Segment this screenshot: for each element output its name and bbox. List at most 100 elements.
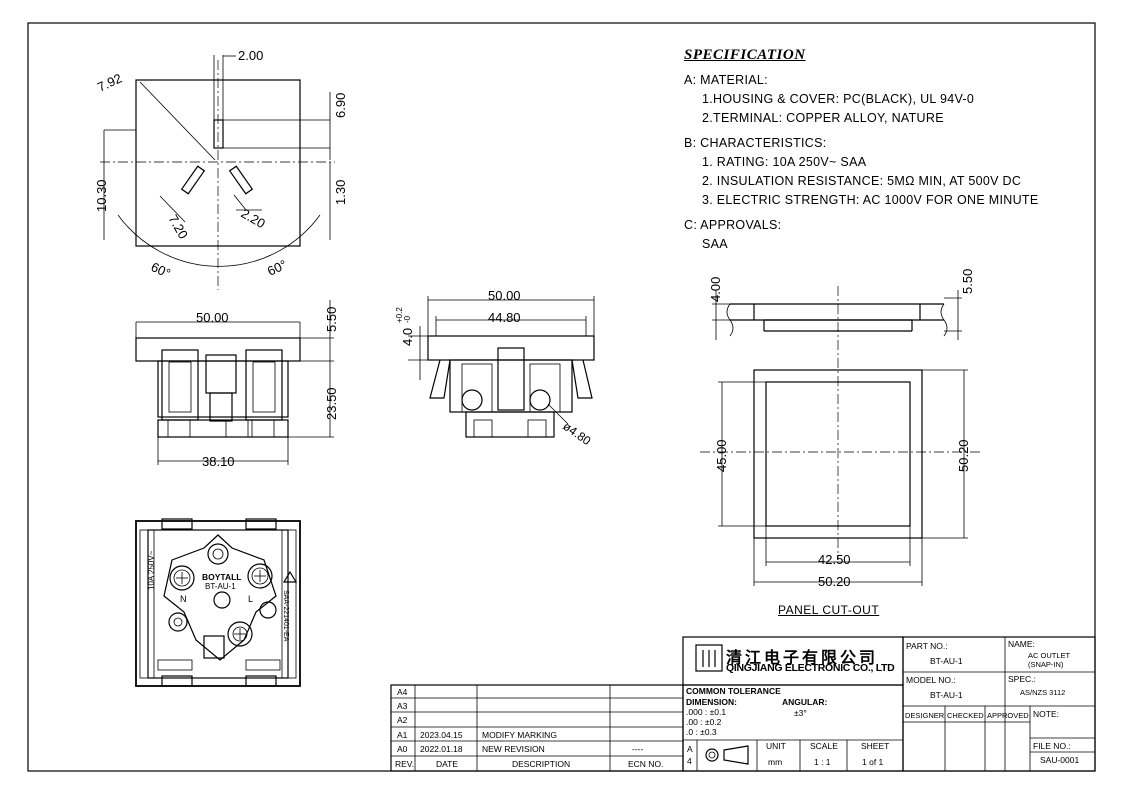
- bottom-view: 10A 250V~ BOYTALL BT-AU-1 SAA-221401-EA …: [135, 518, 301, 687]
- dim-23-50: 23.50: [324, 387, 339, 420]
- approved-label: APPROVED: [987, 711, 1029, 720]
- dim-50-20-v: 50.20: [956, 439, 971, 472]
- approval-item-1: SAA: [702, 237, 728, 251]
- name-label: NAME:: [1008, 639, 1035, 649]
- file-no-value: SAU-0001: [1040, 755, 1080, 765]
- panel-cutout-view: 4.00 5.50 45.00 50.20 42.50 50.20: [700, 269, 980, 589]
- dim-5-50-panel: 5.50: [960, 269, 975, 294]
- dim-50-00-front: 50.00: [196, 310, 229, 325]
- panel-cutout-label: PANEL CUT-OUT: [778, 603, 880, 617]
- rev-a1-date: 2023.04.15: [420, 730, 463, 740]
- spec-label: SPEC.:: [1008, 674, 1036, 684]
- unit-label: UNIT: [766, 741, 786, 751]
- approvals-heading: C: APPROVALS:: [684, 218, 782, 232]
- dim-10-30: 10.30: [94, 179, 109, 212]
- hdr-date: DATE: [436, 759, 459, 769]
- marking-model: BT-AU-1: [205, 582, 236, 591]
- characteristics-heading: B: CHARACTERISTICS:: [684, 136, 827, 150]
- angle-60-right: 60°: [265, 257, 289, 279]
- spec-value: AS/NZS 3112: [1020, 688, 1066, 697]
- angular-label: ANGULAR:: [782, 697, 828, 707]
- terminal-screw-n: [169, 565, 195, 591]
- dimension-label: DIMENSION:: [686, 697, 737, 707]
- dim-7-20: 7.20: [165, 212, 191, 241]
- rev-a4: A4: [397, 687, 408, 697]
- spec-title: SPECIFICATION: [684, 47, 806, 63]
- tol-1: .000 : ±0.1: [686, 707, 727, 717]
- size-4: 4: [687, 756, 692, 766]
- dim-45-00: 45.00: [714, 439, 729, 472]
- hdr-desc: DESCRIPTION: [512, 759, 571, 769]
- rev-a1: A1: [397, 730, 408, 740]
- dim-2-00: 2.00: [238, 48, 263, 63]
- dim-2-20: 2.20: [239, 206, 268, 232]
- dim-5-50-front: 5.50: [324, 307, 339, 332]
- dim-42-50: 42.50: [818, 552, 851, 567]
- tol-2: .00 : ±0.2: [686, 717, 722, 727]
- dim-4-00: 4.00: [708, 277, 723, 302]
- front-view: 50.00 5.50 23.50 38.10: [135, 300, 339, 469]
- dim-50-20-h: 50.20: [818, 574, 851, 589]
- dim-7-92: 7.92: [95, 70, 124, 94]
- char-item-3: 3. ELECTRIC STRENGTH: AC 1000V FOR ONE M…: [702, 193, 1039, 207]
- model-no-label: MODEL NO.:: [906, 675, 956, 685]
- unit-value: mm: [768, 757, 783, 767]
- specification-block: SPECIFICATION A: MATERIAL: 1.HOUSING & C…: [684, 46, 1104, 254]
- common-tolerance: COMMON TOLERANCE: [686, 686, 781, 696]
- sheet-value: 1 of 1: [862, 757, 884, 767]
- projection-symbol: [705, 748, 719, 762]
- designer-label: DESIGNER: [905, 711, 945, 720]
- scale-value: 1 : 1: [814, 757, 831, 767]
- marking-n: N: [180, 594, 187, 604]
- model-no-value: BT-AU-1: [930, 690, 963, 700]
- terminal-screw-l: [247, 563, 273, 589]
- tol-3: .0 : ±0.3: [686, 727, 717, 737]
- dim-44-80: 44.80: [488, 310, 521, 325]
- marking-rating: 10A 250V~: [147, 550, 156, 590]
- marking-l: L: [248, 594, 253, 604]
- rev-a0-date: 2022.01.18: [420, 744, 463, 754]
- top-view: 2.00 7.92 6.90 10.30 1.30 7.20 2.20 60° …: [94, 48, 348, 290]
- side-view: 50.00 44.80 4.0 +0.2 -0 ø4.80: [395, 288, 595, 448]
- rev-a2: A2: [397, 715, 408, 725]
- dim-4-0: 4.0: [400, 328, 415, 346]
- company-logo: [695, 644, 723, 672]
- dim-1-30: 1.30: [333, 180, 348, 205]
- rev-a0-ecn: ----: [632, 744, 644, 754]
- name-line-1: AC OUTLET: [1028, 651, 1071, 660]
- rev-a1-desc: MODIFY MARKING: [482, 730, 557, 740]
- rev-a0: A0: [397, 744, 408, 754]
- dim-dia-4-80: ø4.80: [560, 419, 593, 448]
- dim-6-90: 6.90: [333, 93, 348, 118]
- marking-cert: SAA-221401-EA: [282, 590, 289, 642]
- angle-60-left: 60°: [149, 259, 173, 281]
- material-item-2: 2.TERMINAL: COPPER ALLOY, NATURE: [702, 111, 944, 125]
- panel-cutout: [765, 381, 911, 527]
- marking-brand: BOYTALL: [202, 572, 242, 582]
- tol-minus: -0: [403, 315, 412, 323]
- material-item-1: 1.HOUSING & COVER: PC(BLACK), UL 94V-0: [702, 92, 975, 106]
- scale-label: SCALE: [810, 741, 838, 751]
- rev-a3: A3: [397, 701, 408, 711]
- dim-50-00-side: 50.00: [488, 288, 521, 303]
- hdr-ecn: ECN NO.: [628, 759, 664, 769]
- material-heading: A: MATERIAL:: [684, 73, 768, 87]
- char-item-2: 2. INSULATION RESISTANCE: 5MΩ MIN, AT 50…: [702, 174, 1022, 188]
- company-name-en: QINGJIANG ELECTRONIC CO., LTD: [726, 662, 895, 674]
- part-no-label: PART NO.:: [906, 641, 948, 651]
- revision-table: [390, 636, 1096, 772]
- file-no-label: FILE NO.:: [1033, 741, 1071, 751]
- sheet-label: SHEET: [861, 741, 890, 751]
- name-line-2: (SNAP-IN): [1028, 660, 1064, 669]
- hdr-rev: REV.: [395, 759, 415, 769]
- terminal-screw-e: [227, 621, 253, 647]
- char-item-1: 1. RATING: 10A 250V~ SAA: [702, 155, 867, 169]
- checked-label: CHECKED: [947, 711, 984, 720]
- part-no-value: BT-AU-1: [930, 656, 963, 666]
- tol-plus: +0.2: [395, 307, 404, 323]
- tol-angular: ±3°: [794, 708, 807, 718]
- company-name-cn: 清江电子有限公司: [726, 648, 879, 667]
- size-a: A: [687, 744, 693, 754]
- note-label: NOTE:: [1033, 709, 1059, 719]
